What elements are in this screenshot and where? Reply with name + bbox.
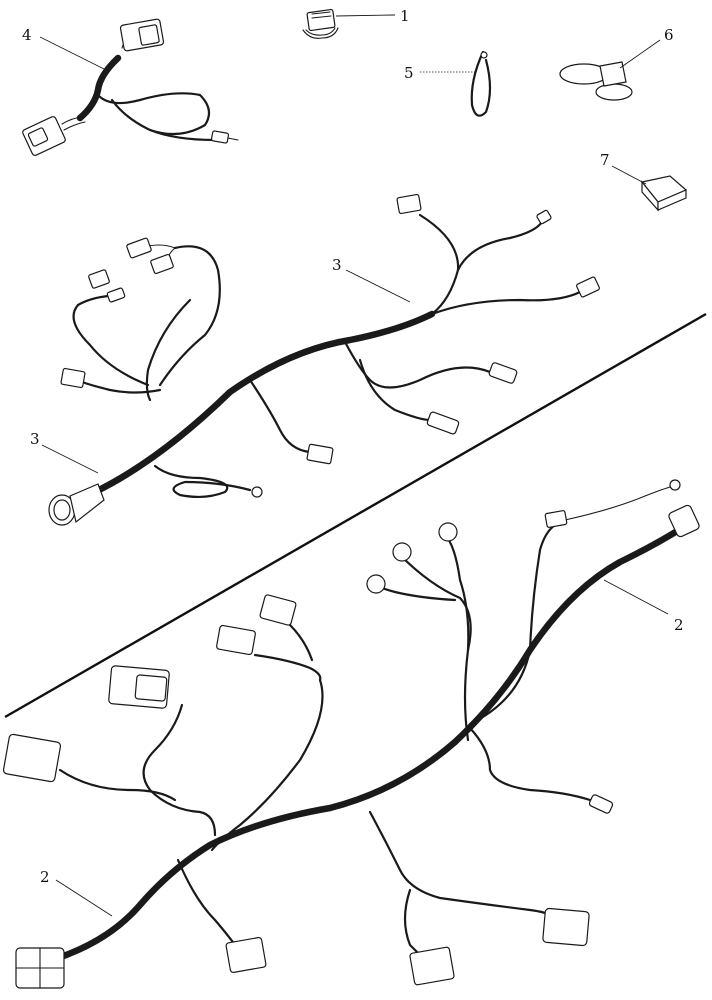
callout-labels: 1 4 5 6 7 3 3 2 2 <box>22 7 684 886</box>
section-divider <box>4 312 707 719</box>
callout-4: 4 <box>22 26 32 44</box>
part-7-block <box>611 165 688 212</box>
callout-5: 5 <box>404 64 414 82</box>
callout-7: 7 <box>600 151 610 169</box>
round-connector <box>366 522 458 594</box>
part-4-harness <box>22 18 239 156</box>
part-6-clamp <box>559 39 661 101</box>
part-3-harness <box>41 193 600 526</box>
part-1-connector <box>302 8 396 39</box>
callout-3-lower: 3 <box>30 430 40 448</box>
callout-2-right: 2 <box>674 616 684 634</box>
part-2-harness <box>2 479 700 989</box>
part-5-tie-strap <box>420 50 492 117</box>
callout-3-upper: 3 <box>332 256 342 274</box>
callout-2-left: 2 <box>40 868 50 886</box>
callout-6: 6 <box>664 26 674 44</box>
callout-1: 1 <box>400 7 410 25</box>
